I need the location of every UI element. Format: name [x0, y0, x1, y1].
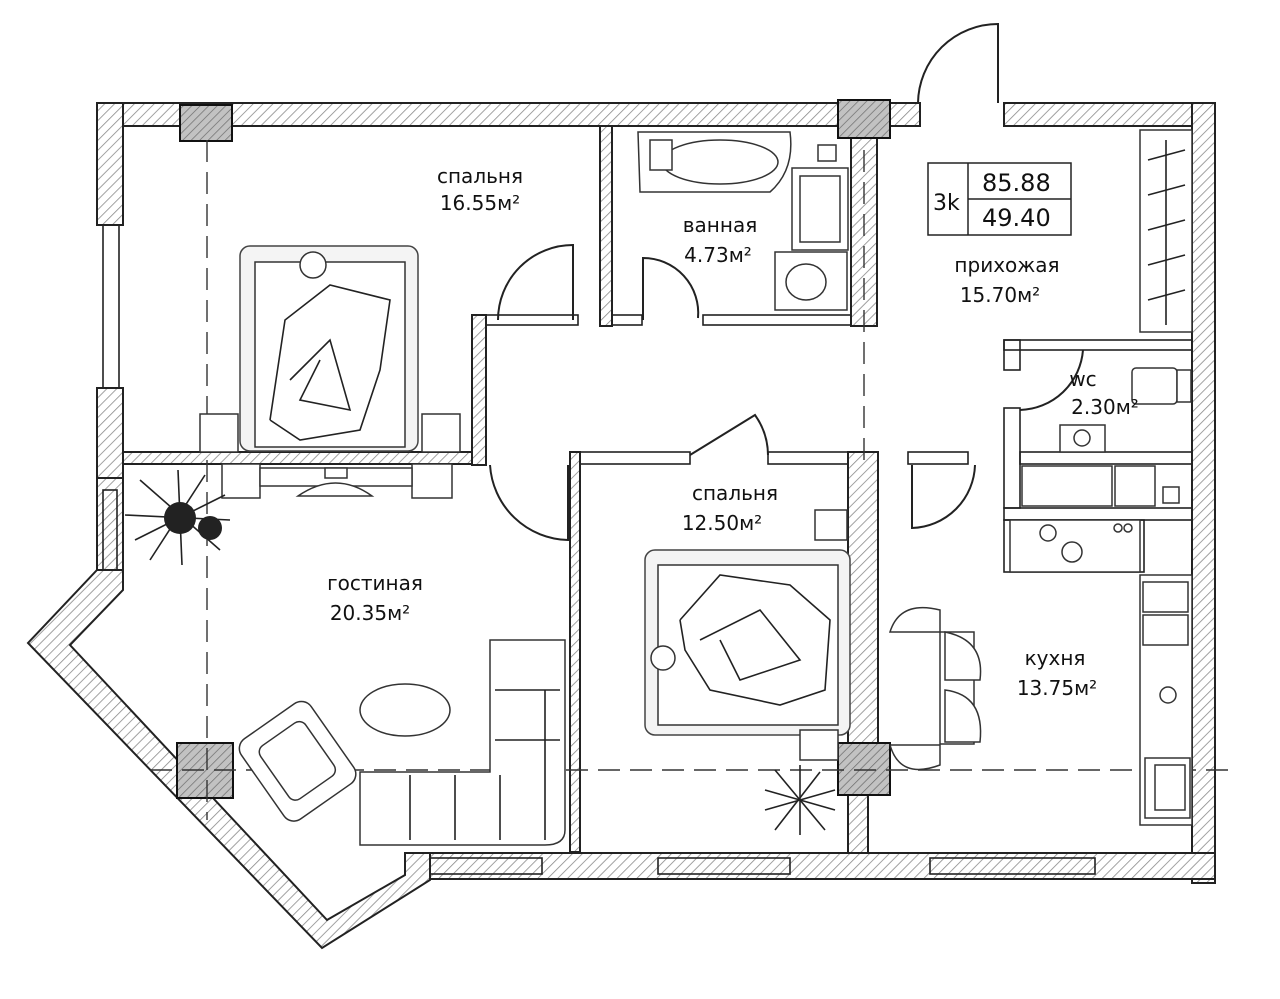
wc-name: wc [1069, 367, 1096, 391]
corner-sofa [359, 639, 566, 846]
bed-bedroom1 [199, 245, 461, 453]
living-area: 49.40 [982, 204, 1051, 232]
living-name: гостиная [327, 571, 423, 595]
plant-living [124, 469, 231, 566]
bedroom2-name: спальня [692, 481, 778, 505]
bedroom2-area: 12.50м² [682, 511, 762, 535]
living-area: 20.35м² [330, 601, 410, 625]
wardrobe-hallway [1139, 129, 1193, 333]
room-labels: спальня 16.55м² ванная 4.73м² прихожая 1… [327, 164, 1139, 700]
doors [489, 22, 1084, 542]
bathtub-small [1021, 465, 1180, 507]
plant-bedroom2 [764, 765, 836, 835]
tv-stand-living [221, 463, 453, 499]
bathtub [637, 131, 792, 193]
wc-area: 2.30м² [1071, 395, 1139, 419]
kitchen-name: кухня [1025, 646, 1086, 670]
interior-walls [122, 125, 1193, 854]
coffee-table [359, 683, 451, 737]
bed-bedroom2 [644, 509, 851, 761]
apartment-info-box: 3k 85.88 49.40 [927, 162, 1072, 236]
bathroom-name: ванная [683, 213, 757, 237]
dining-table [888, 606, 982, 771]
stove [1009, 519, 1141, 573]
hallway-area: 15.70м² [960, 283, 1040, 307]
bedroom1-name: спальня [437, 164, 523, 188]
kitchen-area: 13.75м² [1017, 676, 1097, 700]
exterior-walls [26, 102, 1216, 950]
shower-cabinet [791, 144, 849, 251]
sink-wc [1059, 424, 1106, 453]
bathroom-area: 4.73м² [684, 243, 752, 267]
armchair [238, 700, 357, 822]
total-area: 85.88 [982, 169, 1051, 197]
toilet [1131, 367, 1192, 405]
bedroom1-area: 16.55м² [440, 191, 520, 215]
rooms-code: 3k [933, 191, 960, 216]
sink-bathroom [774, 251, 848, 311]
hallway-name: прихожая [954, 253, 1059, 277]
kitchen-counter [1139, 574, 1193, 826]
